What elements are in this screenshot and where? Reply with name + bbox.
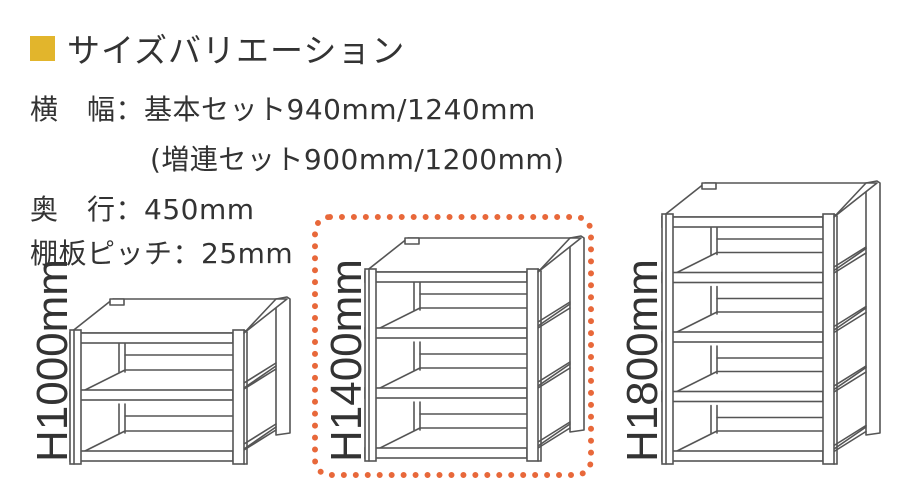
spec-pitch-label: 棚板ピッチ： <box>30 237 202 270</box>
selected-variant-highlight <box>312 214 594 478</box>
spec-pitch-value: 25mm <box>201 237 294 270</box>
title-marker-icon <box>30 35 55 61</box>
spec-width-label: 横 幅： <box>30 93 145 126</box>
spec-width: 横 幅：基本セット940mm/1240mm <box>30 88 536 128</box>
shelf-rack-h1800-icon <box>661 180 881 465</box>
spec-width-value: 基本セット940mm/1240mm <box>144 93 536 126</box>
spec-depth-label: 奥 行： <box>30 193 145 226</box>
section-title: サイズバリエーション <box>30 26 405 70</box>
spec-width-sub: (増連セット900mm/1200mm) <box>150 138 565 178</box>
shelf-rack-h1400-icon <box>364 235 585 462</box>
spec-pitch: 棚板ピッチ：25mm <box>30 232 293 272</box>
spec-depth: 奥 行：450mm <box>30 188 255 228</box>
section-title-text: サイズバリエーション <box>67 31 406 70</box>
spec-width-sub-value: (増連セット900mm/1200mm) <box>150 143 565 176</box>
shelf-rack-h1000-icon <box>69 296 291 465</box>
spec-depth-value: 450mm <box>144 193 255 226</box>
